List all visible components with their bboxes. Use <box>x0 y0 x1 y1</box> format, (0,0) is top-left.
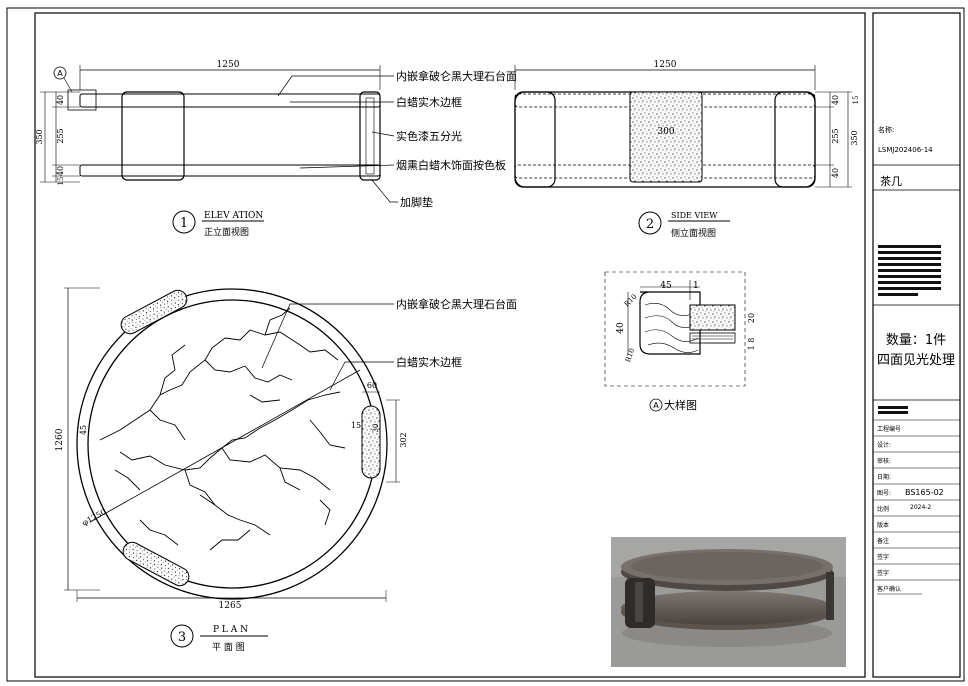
plan-dim-bottom: 1265 <box>219 601 242 611</box>
elev-label-paint: 实色漆五分光 <box>396 129 462 143</box>
side-marble-panel <box>629 91 703 183</box>
elev-leg-left <box>121 91 185 181</box>
side-dim-overall: 350 <box>850 130 859 145</box>
photo-leg-right <box>826 572 834 620</box>
elevation-view: 1250 A 40 255 40 15 350 内嵌拿破仑黑大理石台面 白蜡实木… <box>35 60 517 238</box>
detail-dim-40: 40 <box>616 322 626 334</box>
elev-ref-marker: A <box>57 69 63 78</box>
side-dim-40-top: 40 <box>831 95 840 105</box>
detail-a-view: 45 1 40 20 1 8 R10 R10 A 大样图 <box>604 271 756 412</box>
tb-field-scale: 比例 <box>877 505 889 513</box>
elev-leg-right <box>359 91 381 181</box>
plan-outer-ring <box>76 288 388 600</box>
plan-title-en: P L A N <box>213 625 248 635</box>
plan-dim-60: 60 <box>367 381 377 390</box>
elev-label-marble-top: 内嵌拿破仑黑大理石台面 <box>396 69 517 83</box>
tb-field-review: 审核: <box>877 457 891 465</box>
tb-field-drawing-no: 图号: <box>877 490 891 497</box>
elev-view-number-circle <box>172 210 196 234</box>
tb-item-name: 茶几 <box>880 175 902 188</box>
plan-title-cn: 平 面 图 <box>212 642 245 653</box>
tb-field-sign-2: 签字 <box>877 569 889 577</box>
tb-drawing-no-value: BS165-02 <box>905 488 944 497</box>
elev-top-rail <box>79 93 381 108</box>
tb-field-date: 日期: <box>877 473 891 481</box>
titleblock-border <box>872 12 961 678</box>
detail-title: 大样图 <box>664 398 697 412</box>
elev-label-ash-frame: 白蜡实木边框 <box>396 95 462 109</box>
elev-dim-255: 255 <box>56 128 65 143</box>
detail-dim-r10-top: R10 <box>623 293 639 309</box>
side-title-cn: 侧立面视图 <box>671 227 716 239</box>
detail-dim-18: 1 8 <box>747 338 756 351</box>
detail-marker: A <box>653 401 659 410</box>
plan-foot-top-left <box>120 289 188 335</box>
detail-marker-circle <box>649 398 663 412</box>
detail-frame <box>604 271 746 387</box>
tb-field-client: 客户确认 <box>877 585 901 593</box>
side-dim-15: 15 <box>852 96 860 105</box>
elev-title-en: ELEV ATION <box>204 211 263 221</box>
plan-dim-left: 1260 <box>55 428 65 451</box>
elev-dim-overall: 350 <box>35 129 44 144</box>
plan-foot-right <box>361 405 381 479</box>
plan-label-ash-frame: 白蜡实木边框 <box>396 355 462 369</box>
detail-dim-20: 20 <box>747 313 756 323</box>
detail-dim-1: 1 <box>693 281 699 291</box>
product-photo <box>611 537 846 667</box>
plan-label-marble-top: 内嵌拿破仑黑大理石台面 <box>396 297 517 311</box>
elev-title-cn: 正立面视图 <box>204 226 249 238</box>
side-dim-center: 300 <box>657 127 674 137</box>
detail-callout-box <box>67 89 97 111</box>
elev-dim-40-top: 40 <box>56 95 65 105</box>
side-leg-left <box>514 91 556 188</box>
outer-border <box>6 7 965 682</box>
elev-dim-40-bot: 40 <box>56 166 65 176</box>
detail-marble-section <box>689 304 736 331</box>
tb-field-version: 版本 <box>877 521 889 529</box>
plan-view-number-circle <box>170 624 194 648</box>
tb-field-notes: 备注 <box>877 537 889 545</box>
plan-dim-15: 15 <box>351 421 361 430</box>
tb-quantity: 数量：1件 <box>886 333 946 348</box>
detail-dim-45: 45 <box>660 281 672 291</box>
plan-view-number: 3 <box>178 630 186 645</box>
side-view-number-circle <box>638 211 662 235</box>
elev-label-veneer: 烟熏白蜡木饰面按色板 <box>396 158 506 172</box>
elev-dim-15: 15 <box>57 177 65 186</box>
side-dim-40-bot: 40 <box>831 168 840 178</box>
tb-scale-value: 2024-2 <box>910 504 931 511</box>
tb-code: LSMJ202406-14 <box>878 146 933 154</box>
title-block: 名称: LSMJ202406-14 茶几 数量：1件 四面见光处理 <box>873 125 960 595</box>
plan-view: φ1250 内嵌拿破仑黑大理石台面 白蜡实木边框 1260 45 1265 30… <box>55 287 517 653</box>
side-view-number: 2 <box>646 217 654 232</box>
detail-wood-section <box>639 291 701 355</box>
tb-field-design: 设计: <box>877 441 891 449</box>
drawing-border <box>34 12 866 678</box>
tb-field-sign-1: 签字 <box>877 553 889 561</box>
elev-dim-top: 1250 <box>217 60 240 70</box>
plan-dim-45: 45 <box>79 425 88 435</box>
detail-dim-r10-bottom: R10 <box>624 347 636 363</box>
marble-veins <box>99 307 346 551</box>
tb-finish: 四面见光处理 <box>877 353 955 368</box>
tb-redacted-text <box>878 245 941 296</box>
plan-dim-diameter: φ1250 <box>81 507 108 527</box>
plan-diameter-line <box>89 369 361 523</box>
plan-dim-30: 30 <box>372 424 380 433</box>
tb-field-project-no: 工程编号 <box>877 425 901 433</box>
ref-marker-circle <box>53 66 67 80</box>
tb-name-label: 名称: <box>878 125 894 134</box>
elev-view-number: 1 <box>180 216 188 231</box>
side-title-en: SIDE VIEW <box>671 211 718 220</box>
side-leg-right <box>774 91 816 188</box>
side-view: 1250 300 40 15 255 40 350 2 SIDE VIEW 侧立… <box>514 60 860 239</box>
elev-label-foot-pad: 加脚垫 <box>400 195 433 209</box>
side-dim-255: 255 <box>831 128 840 143</box>
plan-dim-right: 302 <box>399 432 408 447</box>
side-dim-top: 1250 <box>654 60 677 70</box>
plan-foot-bottom-left <box>122 541 190 587</box>
